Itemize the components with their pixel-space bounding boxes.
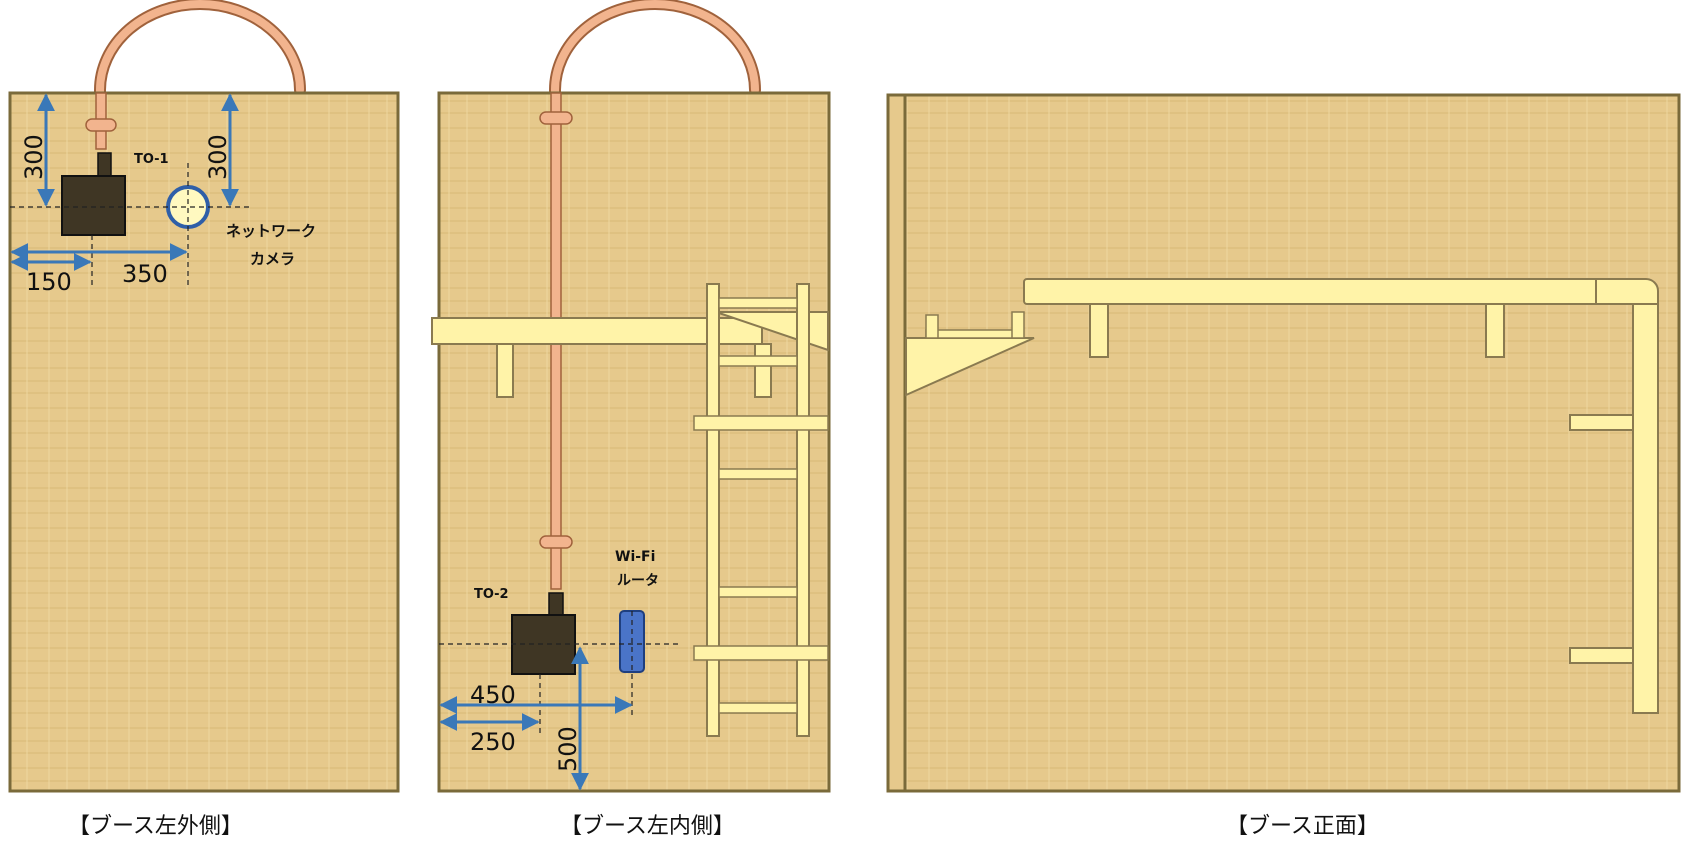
front-top-beam xyxy=(1023,278,1647,305)
front-right-arm-1 xyxy=(1569,414,1634,431)
front-beam-hanger-1 xyxy=(1089,303,1109,358)
cable-clamp-bottom xyxy=(539,535,573,549)
device-to1 xyxy=(61,175,126,236)
shelf-support-1 xyxy=(496,343,514,398)
dim-500: 500 xyxy=(554,726,582,772)
router-label-line2: ルータ xyxy=(617,573,659,589)
device-to2-label: TO-2 xyxy=(474,587,509,602)
cable-clamp xyxy=(85,118,117,132)
panel-left-outer: TO-1 ネットワーク カメラ 300 300 150 350 xyxy=(8,0,400,793)
dim-250: 250 xyxy=(470,728,516,756)
camera-label-line1: ネットワーク xyxy=(226,222,316,240)
cable-clamp-top xyxy=(539,111,573,125)
front-small-shelf-post-1 xyxy=(925,314,939,339)
front-right-arm-2 xyxy=(1569,647,1634,664)
front-left-post xyxy=(886,93,907,793)
ladder xyxy=(693,283,829,737)
panel-front xyxy=(886,93,1681,793)
camera-label-line2: カメラ xyxy=(250,250,295,268)
panel-left-inner: TO-2 Wi-Fi ルータ 450 250 500 xyxy=(431,0,831,793)
device-connector-2 xyxy=(548,592,564,616)
dim-450: 450 xyxy=(470,681,516,709)
device-connector xyxy=(97,152,112,177)
shelf-support-2 xyxy=(754,343,772,398)
dim-350: 350 xyxy=(122,260,168,288)
caption-left-inner: 【ブース左内側】 xyxy=(560,814,735,839)
front-beam-hanger-2 xyxy=(1485,303,1505,358)
dim-300-right: 300 xyxy=(204,134,232,180)
front-small-shelf xyxy=(925,329,1017,339)
dim-150: 150 xyxy=(26,268,72,296)
front-right-post xyxy=(1632,303,1659,714)
wall-left-inner xyxy=(437,91,831,793)
caption-left-outer: 【ブース左外側】 xyxy=(68,814,243,839)
router-label-line1: Wi-Fi xyxy=(615,549,655,565)
front-beam-corner xyxy=(1595,278,1659,305)
wall-front xyxy=(886,93,1681,793)
front-small-shelf-post-2 xyxy=(1011,311,1025,339)
dim-300-left: 300 xyxy=(20,134,48,180)
device-to1-label: TO-1 xyxy=(134,152,169,167)
caption-front: 【ブース正面】 xyxy=(1226,814,1379,839)
